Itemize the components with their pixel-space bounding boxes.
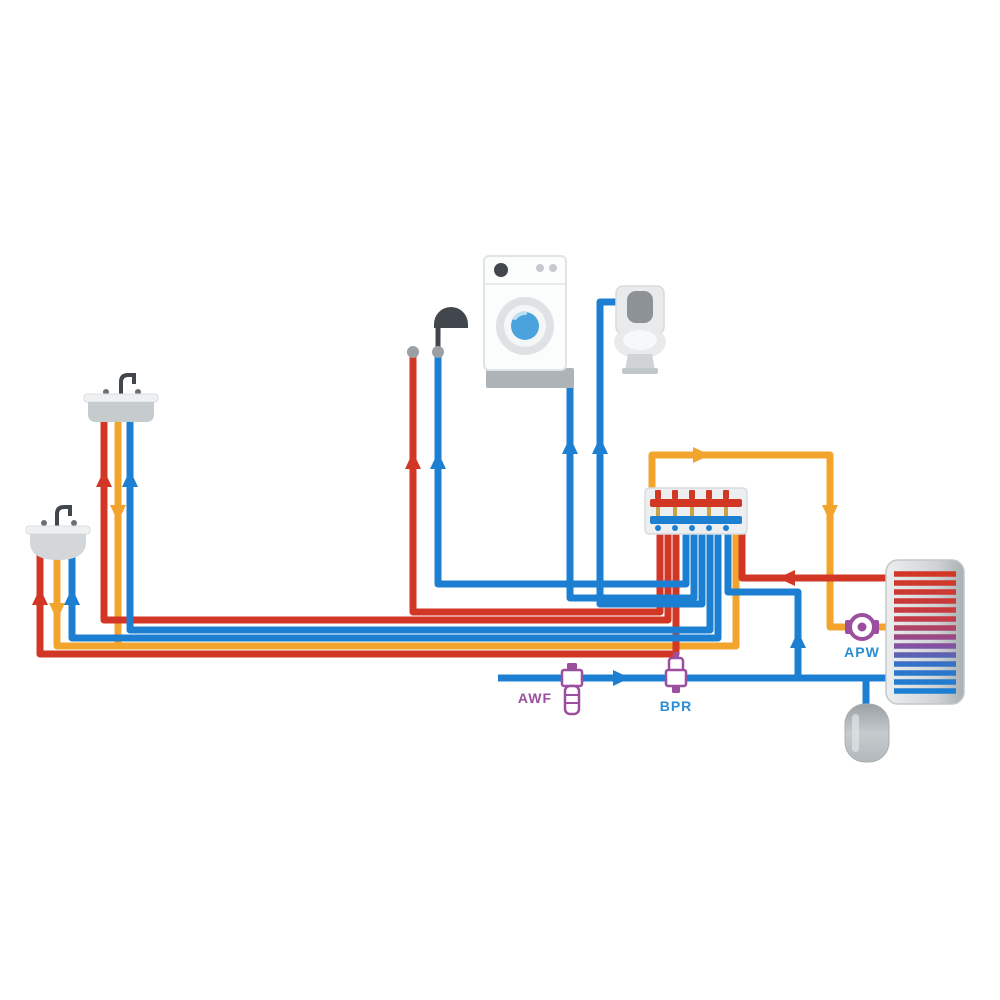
awf-filter-bowl-icon [563, 684, 581, 716]
pedestal-sink-faucet-icon [55, 505, 72, 526]
manifold-valve-5-icon [723, 525, 729, 531]
water-heater-body [885, 559, 965, 705]
pedestal-sink-rim [25, 525, 91, 535]
cold-pipe-utility-sink [126, 416, 714, 634]
toilet-pedestal [625, 354, 655, 370]
shower-head-icon [434, 307, 468, 328]
manifold-valve-1-icon [655, 525, 661, 531]
manifold-cap-5-icon [723, 490, 729, 499]
manifold-brass-link-5-icon [724, 507, 728, 516]
arrow-up-cold-manifold-feed [790, 631, 806, 648]
hot-pipe-utility-sink [100, 416, 672, 624]
shower-valve-cold-icon [432, 346, 444, 358]
toilet-tank-lid-icon [627, 291, 653, 323]
manifold-valve-2-icon [672, 525, 678, 531]
cold-pipe-washing-machine [566, 378, 698, 602]
hot-pipe-main-from-heater [738, 528, 892, 582]
toilet-base [622, 368, 658, 374]
utility-sink-faucet-icon [119, 373, 136, 396]
apw-recirculation-pump: APW [844, 613, 880, 660]
apw-pump-hub-icon [857, 622, 867, 632]
manifold-cold-rail [650, 516, 742, 524]
shower [407, 307, 468, 358]
toilet-bowl [623, 330, 657, 350]
washing-machine-dial-icon [494, 263, 508, 277]
manifold-cap-1-icon [655, 490, 661, 499]
arrow-up-hot-pedestal-sink [32, 588, 48, 605]
arrow-right-recirc-top [693, 447, 710, 463]
awf-label: AWF [518, 690, 552, 706]
washing-machine-button-2-icon [549, 264, 557, 272]
pedestal-sink [25, 505, 91, 560]
manifold-cap-2-icon [672, 490, 678, 499]
awf-filter-body-icon [560, 668, 584, 688]
manifold-cap-3-icon [689, 490, 695, 499]
arrow-left-hot-main [778, 570, 795, 586]
arrow-up-cold-washing-machine [562, 437, 578, 454]
arrow-up-cold-shower [430, 452, 446, 469]
bpr-drain-icon [672, 686, 680, 693]
utility-sink-rim [83, 393, 159, 403]
manifold-valve-3-icon [689, 525, 695, 531]
expansion-tank [844, 703, 890, 763]
hot-pipe-shower [409, 352, 664, 616]
flow-arrows [32, 437, 838, 686]
manifold-valve-4-icon [706, 525, 712, 531]
distribution-manifold [644, 487, 748, 535]
arrow-down-recirc-utility-sink [110, 505, 126, 522]
recirc-pipe-collector [53, 528, 740, 650]
awf-water-filter: AWF [518, 663, 584, 716]
toilet [614, 285, 666, 374]
cold-pipe-toilet [596, 298, 706, 608]
arrow-up-cold-utility-sink [122, 470, 138, 487]
expansion-tank-highlight [852, 714, 859, 752]
utility-sink-basin [88, 402, 154, 422]
bpr-pressure-reducing-valve: BPR [660, 652, 693, 714]
washing-machine-glass-highlight [513, 311, 527, 320]
arrow-up-hot-utility-sink [96, 470, 112, 487]
utility-sink [83, 373, 159, 422]
water-heater-coil-icon [894, 571, 956, 694]
arrow-up-cold-toilet [592, 437, 608, 454]
hot-water-pipes [36, 352, 892, 658]
pedestal-sink-handle-right-icon [71, 520, 77, 526]
manifold-hot-rail [650, 499, 742, 507]
apw-label: APW [844, 644, 880, 660]
water-heater [885, 559, 965, 705]
arrow-down-recirc-pedestal-sink [49, 603, 65, 620]
pedestal-sink-basin [30, 534, 86, 560]
pedestal-sink-handle-left-icon [41, 520, 47, 526]
arrow-down-recirc-right [822, 505, 838, 522]
washing-machine [483, 255, 574, 388]
arrow-up-hot-shower [405, 452, 421, 469]
awf-filter-cap-icon [567, 663, 577, 670]
bpr-label: BPR [660, 698, 693, 714]
manifold-brass-link-1-icon [656, 507, 660, 516]
manifold-brass-link-3-icon [690, 507, 694, 516]
arrow-right-cold-main [613, 670, 630, 686]
washing-machine-button-1-icon [536, 264, 544, 272]
shower-valve-hot-icon [407, 346, 419, 358]
arrow-up-cold-pedestal-sink [64, 588, 80, 605]
manifold-brass-link-2-icon [673, 507, 677, 516]
bpr-valve-body-icon [664, 668, 688, 688]
manifold-cap-4-icon [706, 490, 712, 499]
manifold-brass-link-4-icon [707, 507, 711, 516]
washing-machine-base [486, 368, 574, 388]
washing-machine-door-glass [511, 312, 539, 340]
expansion-tank-body [844, 703, 890, 763]
